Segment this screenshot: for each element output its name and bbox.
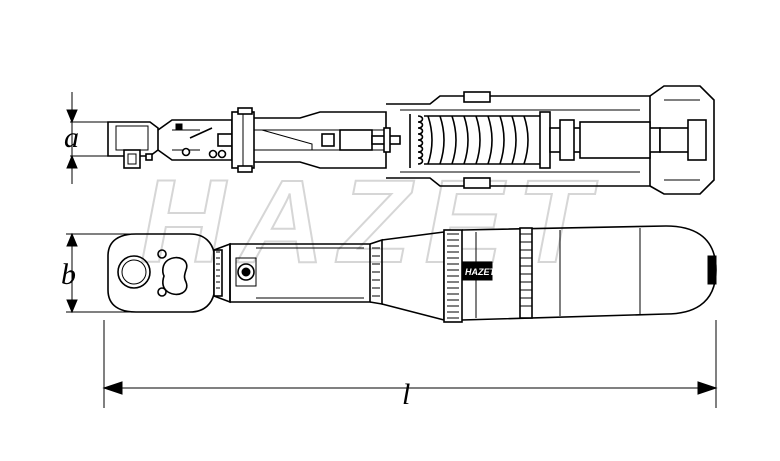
outer-view: HAZET — [107, 225, 717, 323]
spring — [409, 111, 551, 169]
watermark-text: HAZET — [140, 156, 603, 288]
dimension-a-label: a — [64, 121, 79, 154]
dimension-l-label: l — [402, 378, 410, 411]
dimension-b-label: b — [61, 258, 76, 291]
dimension-a: a — [64, 92, 108, 184]
dimension-b: b — [61, 232, 136, 314]
dimension-l: l — [102, 320, 718, 411]
tool-logo-text: HAZET — [465, 267, 496, 277]
sectional-view — [107, 85, 715, 195]
